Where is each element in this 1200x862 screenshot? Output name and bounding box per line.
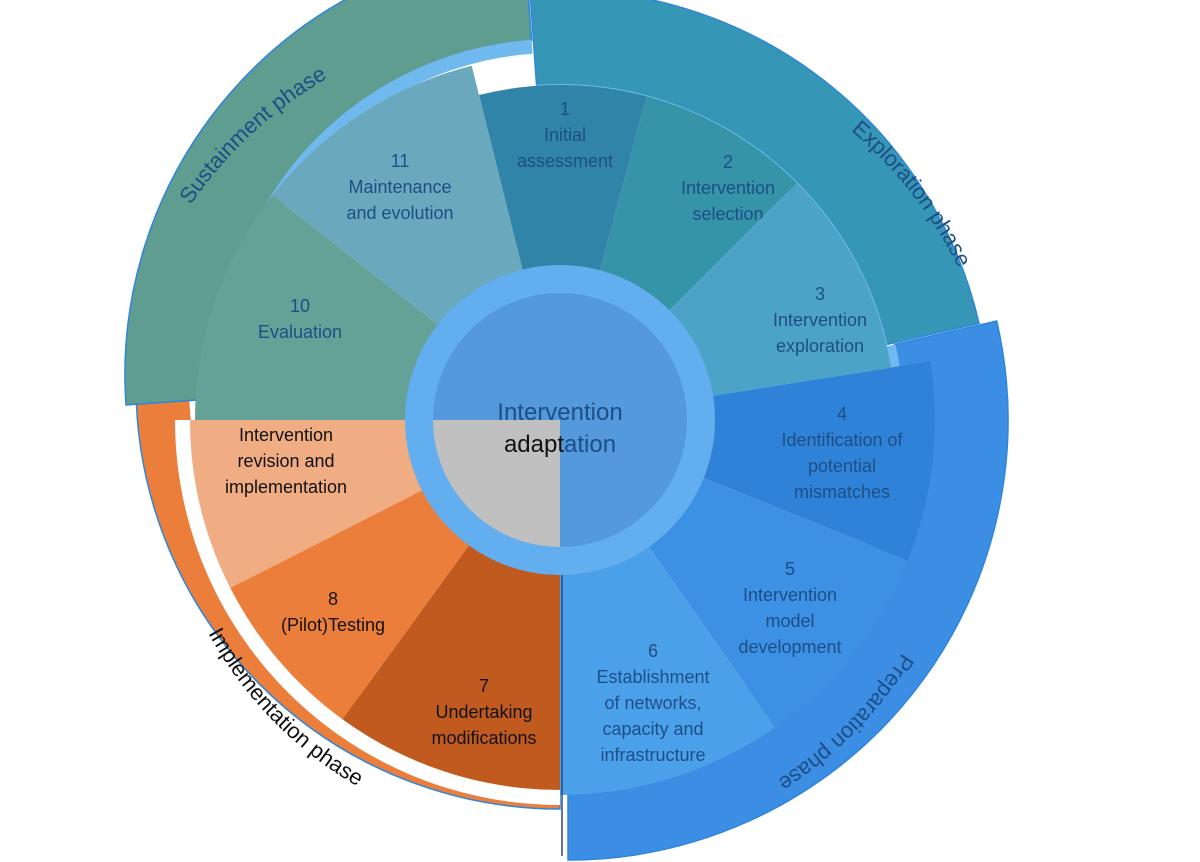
- step-label-line: exploration: [776, 336, 864, 356]
- center-hub: [405, 265, 715, 575]
- step-segment-fill: [190, 420, 427, 588]
- step-label-line: model: [765, 611, 814, 631]
- step-label-line: Identification of: [781, 430, 903, 450]
- step-number: 2: [723, 152, 733, 172]
- step-label-line: Evaluation: [258, 322, 342, 342]
- step-label-line: Intervention: [743, 585, 837, 605]
- center-title-line2-part2: ation: [564, 431, 616, 458]
- step-label-line: revision and: [237, 451, 334, 471]
- step-label-line: Initial: [544, 125, 586, 145]
- center-title-line2-part1: adapt: [504, 431, 564, 458]
- step-number: 5: [785, 559, 795, 579]
- step-number: 10: [290, 296, 310, 316]
- center-title-line2: adaptation: [504, 431, 616, 458]
- step-segment-fill: [666, 183, 891, 397]
- step-label-line: Undertaking: [435, 702, 532, 722]
- step-label-line: Intervention: [681, 178, 775, 198]
- step-label-line: mismatches: [794, 482, 890, 502]
- step-segment-fill: [230, 488, 472, 720]
- center-title: Intervention adaptation: [497, 399, 622, 458]
- center-gray-quadrant: [433, 420, 560, 547]
- step-segment-fill: [342, 541, 560, 790]
- step-number: 7: [479, 676, 489, 696]
- step-segment-fill: [195, 195, 442, 420]
- step-segment-fill: [272, 65, 524, 328]
- step-label-line: Intervention: [773, 310, 867, 330]
- step-label-line: potential: [808, 456, 876, 476]
- step-label-line: Establishment: [596, 667, 709, 687]
- step-segment-fill: [479, 85, 647, 276]
- step-segment: 8 (Pilot)Testing: [230, 488, 472, 720]
- step-label-line: modifications: [431, 728, 536, 748]
- step-number: 3: [815, 284, 825, 304]
- step-segment-fill: [598, 96, 797, 314]
- step-label-line: and evolution: [346, 203, 453, 223]
- step-number: 8: [328, 589, 338, 609]
- step-number: 11: [391, 151, 410, 171]
- step-label-line: development: [738, 637, 841, 657]
- step-label-line: of networks,: [604, 693, 701, 713]
- step-label-line: assessment: [517, 151, 613, 171]
- step-label-line: selection: [692, 204, 763, 224]
- step-segment-fill: [699, 361, 936, 561]
- step-segment-fill: [646, 476, 908, 728]
- center-title-line1: Intervention: [497, 399, 622, 426]
- step-number: 4: [837, 404, 847, 424]
- step-number: 1: [560, 99, 570, 119]
- step-label-line: Maintenance: [348, 177, 451, 197]
- step-label-line: capacity and: [602, 719, 703, 739]
- step-number: 6: [648, 641, 658, 661]
- step-label-line: infrastructure: [600, 745, 705, 765]
- step-label-line: implementation: [225, 477, 347, 497]
- step-label-line: Intervention: [239, 425, 333, 445]
- step-label: 8 (Pilot)Testing: [281, 589, 385, 635]
- step-label-line: (Pilot)Testing: [281, 615, 385, 635]
- step-segment-fill: [560, 542, 776, 795]
